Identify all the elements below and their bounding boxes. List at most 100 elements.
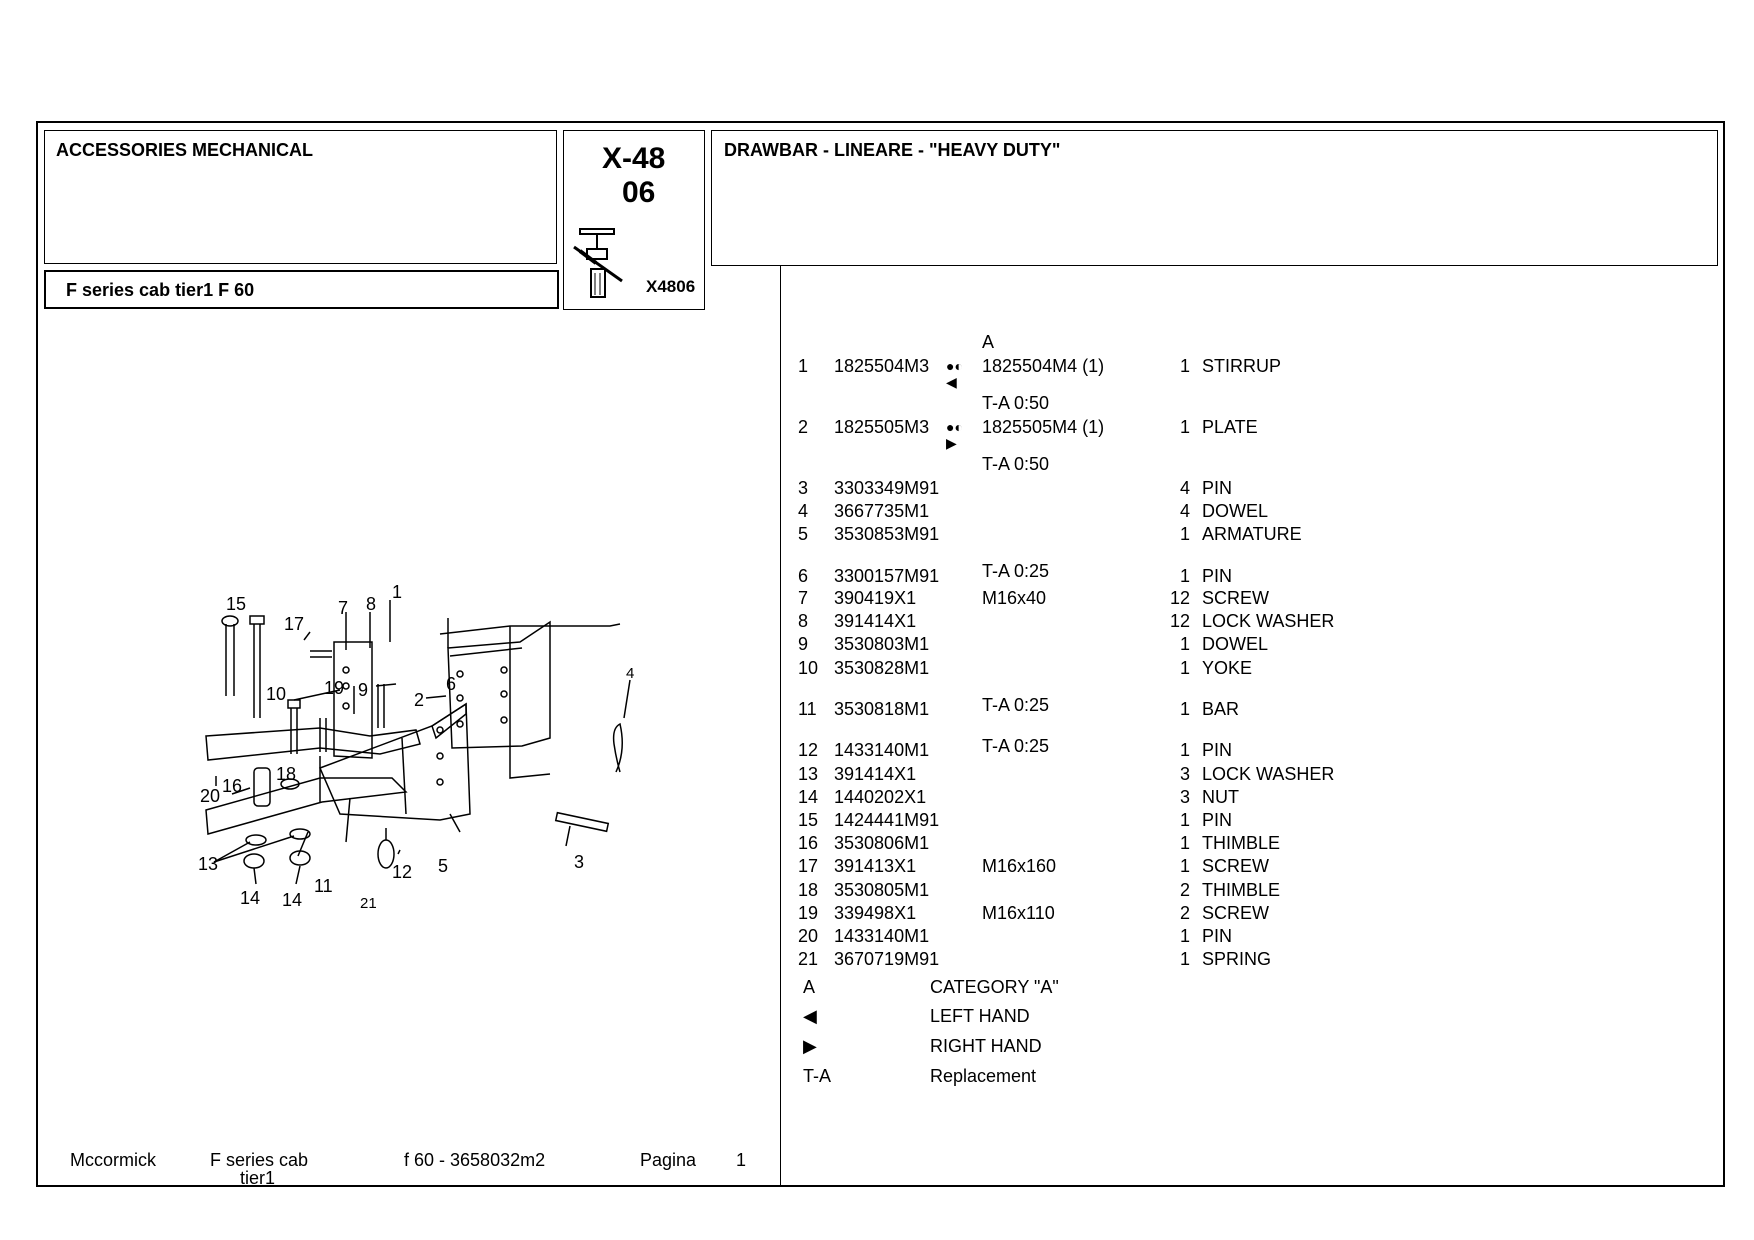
part-name: PIN	[1202, 478, 1233, 498]
legend-key: ◀	[803, 1006, 817, 1026]
part-name: LOCK WASHER	[1202, 764, 1335, 784]
part-number: 1825504M3	[834, 356, 930, 376]
callout-8: 8	[366, 594, 376, 614]
part-number: 3303349M91	[834, 478, 940, 498]
group-title-box: DRAWBAR - LINEARE - "HEAVY DUTY"	[711, 130, 1718, 266]
code-main: X-48	[602, 142, 666, 175]
legend-value: Replacement	[930, 1066, 1037, 1086]
item-number: 10	[798, 658, 819, 678]
callout-4: 4	[626, 665, 634, 682]
part-desc: 1825504M4 (1)	[982, 356, 1105, 376]
callout-13: 13	[198, 854, 218, 874]
part-number: 1424441M91	[834, 810, 940, 830]
legend-value: LEFT HAND	[930, 1006, 1030, 1026]
replacement-note: T-A 0:50	[982, 393, 1050, 413]
group-title: DRAWBAR - LINEARE - "HEAVY DUTY"	[724, 140, 1061, 160]
quantity: 3	[1179, 787, 1190, 807]
item-number: 5	[798, 524, 809, 544]
item-number: 11	[798, 699, 817, 719]
callout-16: 16	[222, 776, 242, 796]
legend-key: ▶	[803, 1036, 817, 1056]
quantity: 1	[1179, 926, 1190, 946]
replacement-note: T-A 0:25	[982, 561, 1050, 581]
replacement-note: T-A 0:25	[982, 695, 1050, 715]
footer-model-ref: f 60 - 3658032m2	[404, 1150, 546, 1170]
quantity: 1	[1179, 699, 1190, 719]
part-number: 339498X1	[834, 903, 917, 923]
part-number: 390419X1	[834, 588, 917, 608]
part-name: STIRRUP	[1202, 356, 1282, 376]
legend-value: RIGHT HAND	[930, 1036, 1042, 1056]
part-desc: 1825505M4 (1)	[982, 417, 1105, 437]
part-name: SPRING	[1202, 949, 1272, 969]
quantity: 1	[1179, 833, 1190, 853]
page-frame	[36, 121, 1725, 1187]
item-number: 18	[798, 880, 819, 900]
footer-series-line1: F series cab	[210, 1150, 309, 1170]
footer-page-number: 1	[736, 1150, 747, 1170]
item-number: 20	[798, 926, 819, 946]
part-number: 3530803M1	[834, 634, 930, 654]
callout-10: 10	[266, 684, 286, 704]
part-name: NUT	[1202, 787, 1239, 807]
callout-17: 17	[284, 614, 304, 634]
part-number: 3530853M91	[834, 524, 940, 544]
item-number: 16	[798, 833, 819, 853]
model-label-box: F series cab tier1 F 60	[44, 270, 559, 309]
table-row: 15 1424441M91 1 PIN	[0, 809, 1232, 831]
part-number: 1440202X1	[834, 787, 927, 807]
part-name: PLATE	[1202, 417, 1258, 437]
part-name: DOWEL	[1202, 501, 1269, 521]
part-name: LOCK WASHER	[1202, 611, 1335, 631]
quantity: 1	[1179, 524, 1190, 544]
item-number: 7	[798, 588, 809, 608]
category-mark: A	[982, 332, 995, 352]
symbol-glyph: ●◐ ▶	[946, 419, 963, 451]
callout-19: 19	[324, 678, 344, 698]
callout-5: 5	[438, 856, 448, 876]
part-number: 3670719M91	[834, 949, 940, 969]
item-number: 4	[798, 501, 809, 521]
part-number: 3300157M91	[834, 566, 940, 586]
quantity: 2	[1179, 880, 1190, 900]
part-name: DOWEL	[1202, 634, 1269, 654]
part-number: 391413X1	[834, 856, 917, 876]
part-number: 3530828M1	[834, 658, 930, 678]
quantity: 1	[1179, 566, 1190, 586]
drawbar-pin-icon	[573, 228, 623, 298]
table-row: 5 3530853M91 1 ARMATURE	[0, 523, 1302, 545]
quantity: 1	[1179, 740, 1190, 760]
part-name: BAR	[1202, 699, 1240, 719]
part-name: SCREW	[1202, 903, 1269, 923]
part-name: ARMATURE	[1202, 524, 1302, 544]
part-desc: M16x110	[982, 903, 1055, 923]
quantity: 4	[1179, 478, 1190, 498]
part-name: SCREW	[1202, 856, 1269, 876]
legend-value: CATEGORY "A"	[930, 977, 1059, 997]
part-number: 3530806M1	[834, 833, 930, 853]
item-number: 12	[798, 740, 819, 760]
quantity: 3	[1179, 764, 1190, 784]
part-desc: M16x160	[982, 856, 1057, 876]
item-number: 15	[798, 810, 819, 830]
quantity: 12	[1169, 611, 1190, 631]
part-name: PIN	[1202, 810, 1233, 830]
code-sub: 06	[622, 176, 656, 209]
part-name: SCREW	[1202, 588, 1269, 608]
callout-20: 20	[200, 786, 220, 806]
quantity: 1	[1179, 810, 1190, 830]
item-number: 8	[798, 611, 809, 631]
quantity: 1	[1179, 356, 1190, 376]
quantity: 1	[1179, 658, 1190, 678]
part-desc: M16x40	[982, 588, 1047, 608]
part-number: 1433140M1	[834, 926, 930, 946]
column-divider	[780, 265, 781, 1187]
